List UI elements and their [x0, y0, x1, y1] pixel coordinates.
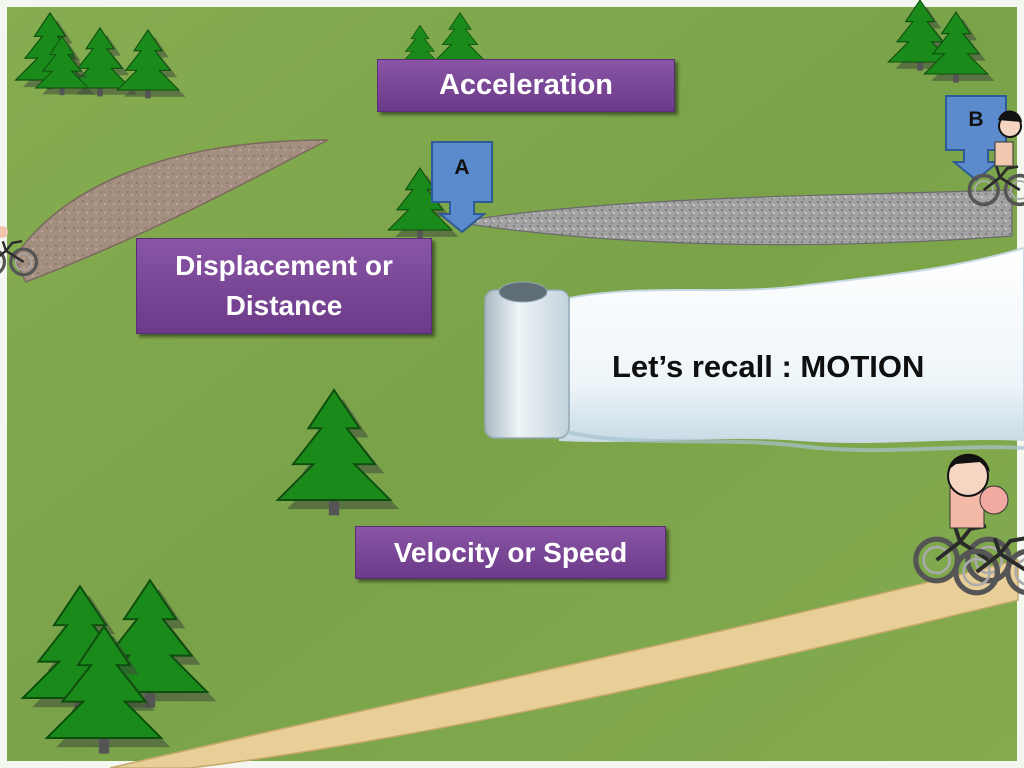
- slide-title: Let’s recall : MOTION: [612, 349, 925, 384]
- displacement-label-line1: Displacement or: [175, 250, 393, 281]
- bicycle-rider-icon: [916, 453, 1024, 593]
- down-arrow-marker-icon: [945, 95, 1007, 182]
- bicycle-rider-icon: [967, 110, 1024, 207]
- displacement-term-box: Displacement or Distance: [136, 238, 432, 334]
- velocity-label: Velocity or Speed: [393, 536, 628, 568]
- bicycle-rider-icon: [0, 226, 39, 277]
- marker-b-label: B: [968, 108, 984, 131]
- acceleration-term-box: Acceleration: [377, 59, 675, 112]
- marker-a-label: A: [454, 156, 470, 179]
- displacement-label-line2: Distance: [225, 290, 343, 321]
- down-arrow-marker-icon: [431, 141, 493, 234]
- paper-scroll-icon: [484, 246, 1024, 453]
- gravel-path: [454, 189, 1013, 246]
- dirt-path: [13, 139, 329, 283]
- acceleration-label: Acceleration: [438, 69, 614, 101]
- velocity-term-box: Velocity or Speed: [355, 526, 666, 579]
